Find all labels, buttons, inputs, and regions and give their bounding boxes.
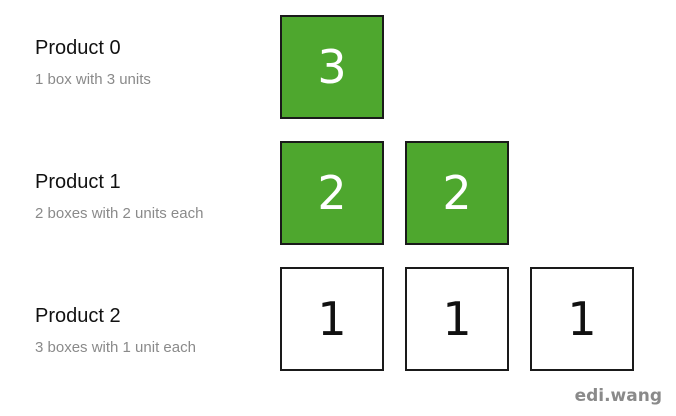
product-title: Product 0 xyxy=(35,37,121,59)
row-label-product-0: Product 0 1 box with 3 units xyxy=(35,38,151,87)
product-subtitle: 2 boxes with 2 units each xyxy=(35,205,204,222)
row-label-product-2: Product 2 3 boxes with 1 unit each xyxy=(35,306,196,355)
unit-box: 1 xyxy=(530,267,634,371)
product-subtitle: 1 box with 3 units xyxy=(35,71,151,88)
product-title: Product 1 xyxy=(35,171,121,193)
unit-box: 1 xyxy=(280,267,384,371)
product-title: Product 2 xyxy=(35,305,121,327)
unit-box: 2 xyxy=(405,141,509,245)
product-subtitle: 3 boxes with 1 unit each xyxy=(35,339,196,356)
unit-box: 2 xyxy=(280,141,384,245)
watermark: edi.wang xyxy=(574,386,662,406)
unit-box: 3 xyxy=(280,15,384,119)
unit-box: 1 xyxy=(405,267,509,371)
row-label-product-1: Product 1 2 boxes with 2 units each xyxy=(35,172,203,221)
